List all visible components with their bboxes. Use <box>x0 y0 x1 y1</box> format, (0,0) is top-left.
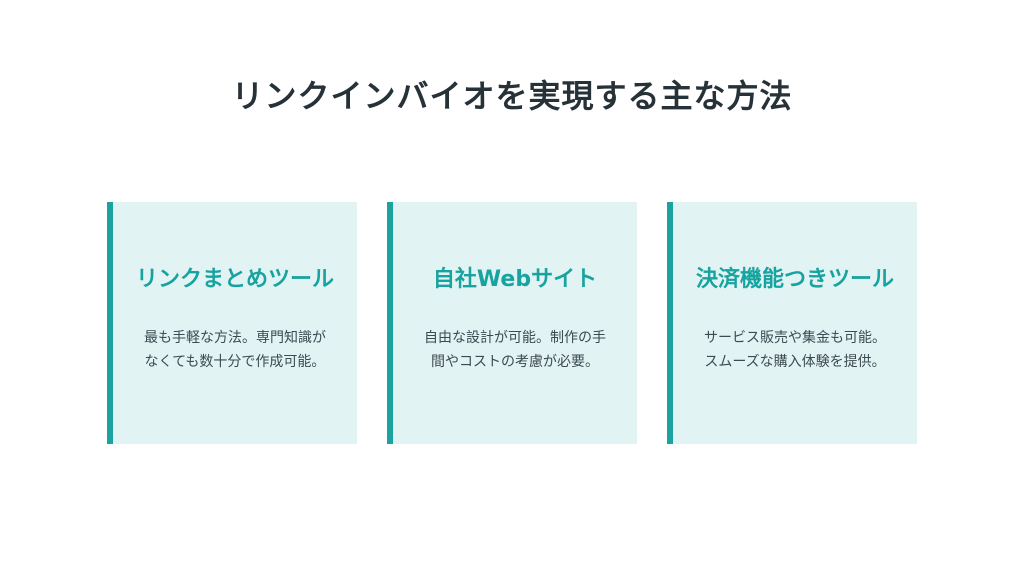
card-description: サービス販売や集金も可能。スムーズな購入体験を提供。 <box>704 330 886 370</box>
card-title: 決済機能つきツール <box>695 267 894 292</box>
method-cards: リンクまとめツール 最も手軽な方法。専門知識がなくても数十分で作成可能。 自社W… <box>107 202 917 444</box>
card-payment-tool: 決済機能つきツール サービス販売や集金も可能。スムーズな購入体験を提供。 <box>667 202 917 444</box>
slide-title: リンクインバイオを実現する主な方法 <box>231 77 793 115</box>
card-link-tool: リンクまとめツール 最も手軽な方法。専門知識がなくても数十分で作成可能。 <box>107 202 357 444</box>
card-title: 自社Webサイト <box>432 267 598 292</box>
card-title: リンクまとめツール <box>135 267 334 292</box>
card-own-website: 自社Webサイト 自由な設計が可能。制作の手間やコストの考慮が必要。 <box>387 202 637 444</box>
card-description: 自由な設計が可能。制作の手間やコストの考慮が必要。 <box>424 330 606 370</box>
card-description: 最も手軽な方法。専門知識がなくても数十分で作成可能。 <box>144 330 326 370</box>
